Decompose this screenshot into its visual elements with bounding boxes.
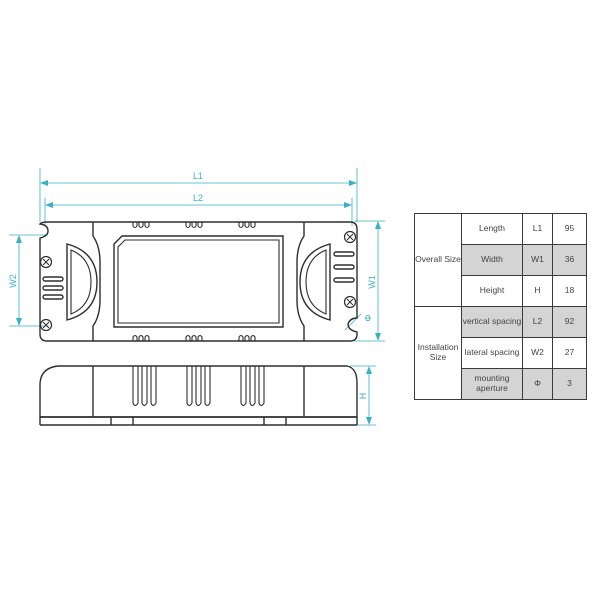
phi-label: Φ [363, 314, 373, 321]
screw-icon [39, 255, 53, 269]
value-cell: 95 [552, 213, 587, 245]
table-row: mounting aperture Φ 3 [415, 368, 587, 400]
table-row: Width W1 36 [415, 244, 587, 276]
screw-icons [39, 230, 357, 332]
w2-label: W2 [8, 274, 18, 288]
value-cell: 18 [552, 275, 587, 307]
value-cell: 92 [552, 306, 587, 338]
item-cell: mounting aperture [461, 368, 523, 400]
value-cell: 27 [552, 337, 587, 369]
screw-icon [343, 295, 357, 309]
value-cell: 3 [552, 368, 587, 400]
item-cell: lateral spacing [461, 337, 523, 369]
screw-icon [39, 318, 53, 332]
table-row: Overall Size Length L1 95 [414, 213, 587, 307]
symbol-cell: H [522, 275, 553, 307]
h-label: H [358, 393, 368, 400]
group-installation-size: Installation Size [414, 306, 462, 400]
item-cell: vertical spacing [461, 306, 523, 338]
top-view [38, 221, 358, 342]
item-cell: Width [461, 244, 523, 276]
value-cell: 36 [552, 244, 587, 276]
w1-label: W1 [367, 275, 377, 289]
symbol-cell: L2 [522, 306, 553, 338]
l1-label: L1 [193, 171, 203, 181]
item-cell: Height [461, 275, 523, 307]
table-row: Installation Size vertical spacing L2 92 [414, 306, 587, 400]
screw-icon [343, 230, 357, 244]
group-overall-size: Overall Size [414, 213, 462, 307]
symbol-cell: Φ [522, 368, 553, 400]
table-row: lateral spacing W2 27 [415, 337, 587, 369]
spec-table: Overall Size Length L1 95 Width W1 36 He… [414, 213, 587, 400]
dimension-lines [9, 168, 385, 426]
side-view [39, 365, 358, 426]
symbol-cell: W2 [522, 337, 553, 369]
l2-label: L2 [193, 193, 203, 203]
item-cell: Length [461, 213, 523, 245]
symbol-cell: W1 [522, 244, 553, 276]
symbol-cell: L1 [522, 213, 553, 245]
phi-leader-line [344, 313, 362, 331]
